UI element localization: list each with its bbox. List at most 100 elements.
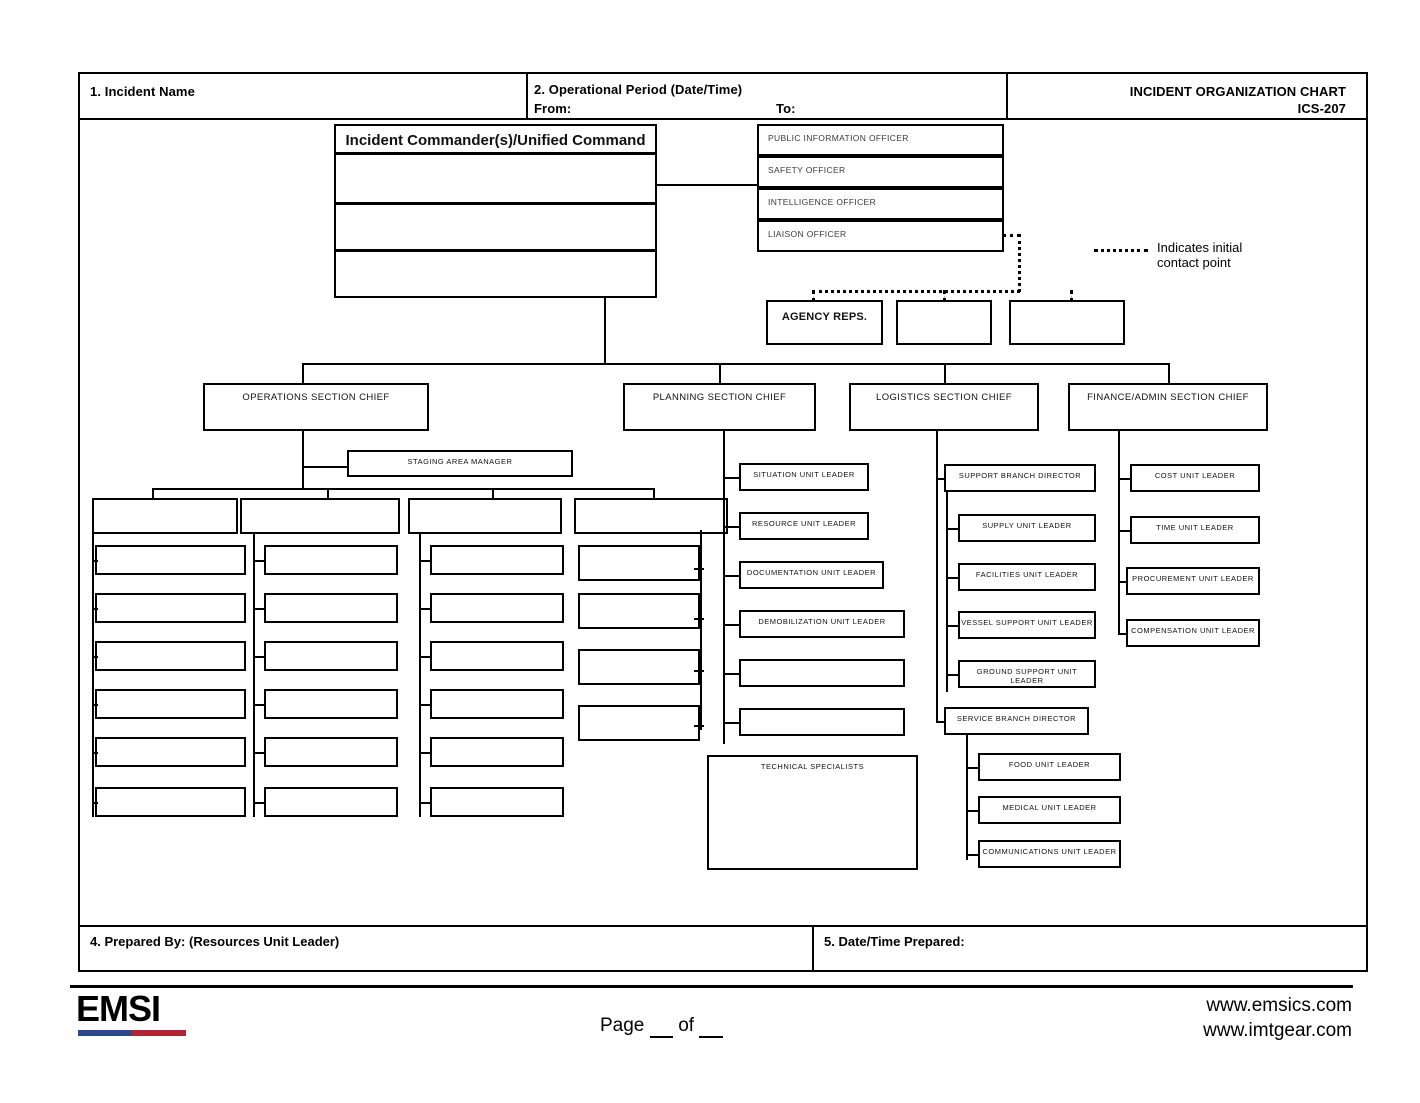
connector-ops-col4-spine	[700, 530, 702, 730]
connector-ops-col1-stub-2	[92, 608, 98, 610]
planning-unit-situation[interactable]: SITUATION UNIT LEADER	[739, 463, 869, 491]
ops-col3-box-5[interactable]	[430, 737, 564, 767]
ops-col2-box-2[interactable]	[264, 593, 398, 623]
logistics-supply-unit[interactable]: SUPPLY UNIT LEADER	[958, 514, 1096, 542]
planning-unit-documentation[interactable]: DOCUMENTATION UNIT LEADER	[739, 561, 884, 589]
ops-col3-box-1[interactable]	[430, 545, 564, 575]
connector-ops-branch-drop-3	[492, 488, 494, 499]
agency-reps-box-3[interactable]	[1009, 300, 1125, 345]
section-chief-finance-admin[interactable]: FINANCE/ADMIN SECTION CHIEF	[1068, 383, 1268, 431]
planning-unit-blank-5[interactable]	[739, 659, 905, 687]
ops-col2-box-5[interactable]	[264, 737, 398, 767]
logistics-facilities-unit[interactable]: FACILITIES UNIT LEADER	[958, 563, 1096, 591]
finance-time-unit[interactable]: TIME UNIT LEADER	[1130, 516, 1260, 544]
connector-service-stub-2	[966, 810, 980, 812]
ops-branch-header-1[interactable]	[92, 498, 238, 534]
connector-service-stub-1	[966, 767, 980, 769]
connector-ops-col1-stub-4	[92, 704, 98, 706]
planning-unit-blank-6[interactable]	[739, 708, 905, 736]
connector-ic-trunk-vertical	[604, 298, 606, 363]
section-chief-logistics[interactable]: LOGISTICS SECTION CHIEF	[849, 383, 1039, 431]
ops-col4-box-3[interactable]	[578, 649, 700, 685]
emsi-logo-bar-icon	[78, 1030, 186, 1036]
ops-col4-box-2[interactable]	[578, 593, 700, 629]
command-staff-public-information-officer[interactable]: PUBLIC INFORMATION OFFICER	[757, 124, 1004, 156]
ops-col2-box-1[interactable]	[264, 545, 398, 575]
field-op-from-label: From:	[534, 101, 572, 116]
connector-drop-operations	[302, 363, 304, 383]
ops-col1-box-6[interactable]	[95, 787, 246, 817]
ops-col3-box-3[interactable]	[430, 641, 564, 671]
planning-unit-resource[interactable]: RESOURCE UNIT LEADER	[739, 512, 869, 540]
field-operational-period-label: 2. Operational Period (Date/Time)	[534, 82, 743, 97]
staging-area-manager[interactable]: STAGING AREA MANAGER	[347, 450, 573, 477]
logistics-vessel-support-unit[interactable]: VESSEL SUPPORT UNIT LEADER	[958, 611, 1096, 639]
emsi-logo: EMSI	[76, 988, 161, 1029]
section-chief-planning[interactable]: PLANNING SECTION CHIEF	[623, 383, 816, 431]
page-number-field: Page of	[600, 1015, 723, 1038]
connector-finance-stub-2	[1118, 530, 1132, 532]
ops-col2-box-4[interactable]	[264, 689, 398, 719]
logistics-food-unit[interactable]: FOOD UNIT LEADER	[978, 753, 1121, 781]
command-staff-liaison-officer[interactable]: LIAISON OFFICER	[757, 220, 1004, 252]
finance-compensation-unit[interactable]: COMPENSATION UNIT LEADER	[1126, 619, 1260, 647]
incident-commander-row-3[interactable]	[334, 250, 657, 298]
header-bottom-divider	[78, 118, 1368, 120]
planning-technical-specialists[interactable]: TECHNICAL SPECIALISTS	[707, 755, 918, 870]
ops-col3-box-6[interactable]	[430, 787, 564, 817]
connector-ops-col3-stub-1	[419, 560, 432, 562]
connector-service-stub-3	[966, 854, 980, 856]
connector-ops-col4-stub-3	[694, 670, 704, 672]
ops-col4-box-4[interactable]	[578, 705, 700, 741]
connector-ops-col2-stub-5	[253, 752, 266, 754]
incident-commander-row-1[interactable]	[334, 153, 657, 204]
logistics-service-branch-director[interactable]: SERVICE BRANCH DIRECTOR	[944, 707, 1089, 735]
footer-urls: www.emsics.com www.imtgear.com	[1203, 993, 1352, 1043]
agency-reps-box-1[interactable]: AGENCY REPS.	[766, 300, 883, 345]
planning-unit-demobilization[interactable]: DEMOBILIZATION UNIT LEADER	[739, 610, 905, 638]
finance-procurement-unit[interactable]: PROCUREMENT UNIT LEADER	[1126, 567, 1260, 595]
connector-logistics-to-service	[936, 721, 948, 723]
ops-col2-box-3[interactable]	[264, 641, 398, 671]
incident-commander-title: Incident Commander(s)/Unified Command	[334, 124, 657, 154]
connector-logistics-to-support	[936, 478, 946, 480]
connector-ops-col2-stub-1	[253, 560, 266, 562]
ops-col4-box-1[interactable]	[578, 545, 700, 581]
ops-col1-box-5[interactable]	[95, 737, 246, 767]
section-chief-operations[interactable]: OPERATIONS SECTION CHIEF	[203, 383, 429, 431]
ops-col1-box-4[interactable]	[95, 689, 246, 719]
footer-vertical-divider	[812, 925, 814, 972]
ops-col1-box-1[interactable]	[95, 545, 246, 575]
url-emsics[interactable]: www.emsics.com	[1206, 995, 1352, 1016]
command-staff-intelligence-officer[interactable]: INTELLIGENCE OFFICER	[757, 188, 1004, 220]
finance-cost-unit[interactable]: COST UNIT LEADER	[1130, 464, 1260, 492]
ops-col2-box-6[interactable]	[264, 787, 398, 817]
connector-ops-branch-bus	[152, 488, 655, 490]
connector-ops-col1-stub-5	[92, 752, 98, 754]
ops-branch-header-3[interactable]	[408, 498, 562, 534]
logistics-medical-unit[interactable]: MEDICAL UNIT LEADER	[978, 796, 1121, 824]
incident-commander-row-2[interactable]	[334, 203, 657, 251]
logistics-communications-unit[interactable]: COMMUNICATIONS UNIT LEADER	[978, 840, 1121, 868]
field-datetime-prepared-label: 5. Date/Time Prepared:	[824, 934, 965, 949]
ops-col3-box-4[interactable]	[430, 689, 564, 719]
agency-reps-box-2[interactable]	[896, 300, 992, 345]
logistics-support-branch-director[interactable]: SUPPORT BRANCH DIRECTOR	[944, 464, 1096, 492]
logistics-ground-support-unit[interactable]: GROUND SUPPORT UNIT LEADER	[958, 660, 1096, 688]
form-title: INCIDENT ORGANIZATION CHART	[1129, 84, 1346, 99]
dotted-agency-bus	[812, 290, 1020, 293]
ops-col1-box-3[interactable]	[95, 641, 246, 671]
connector-ops-col2-stub-6	[253, 802, 266, 804]
ops-col3-box-2[interactable]	[430, 593, 564, 623]
connector-ops-col1-stub-6	[92, 802, 98, 804]
connector-finance-stub-3	[1118, 581, 1128, 583]
ops-branch-header-2[interactable]	[240, 498, 400, 534]
dotted-liaison-stub	[1003, 234, 1020, 237]
command-staff-safety-officer[interactable]: SAFETY OFFICER	[757, 156, 1004, 188]
url-imtgear[interactable]: www.imtgear.com	[1203, 1020, 1352, 1042]
connector-planning-stub-4	[723, 624, 741, 626]
connector-ops-col3-stub-5	[419, 752, 432, 754]
connector-ops-col2-stub-4	[253, 704, 266, 706]
ops-branch-header-4[interactable]	[574, 498, 728, 534]
ops-col1-box-2[interactable]	[95, 593, 246, 623]
